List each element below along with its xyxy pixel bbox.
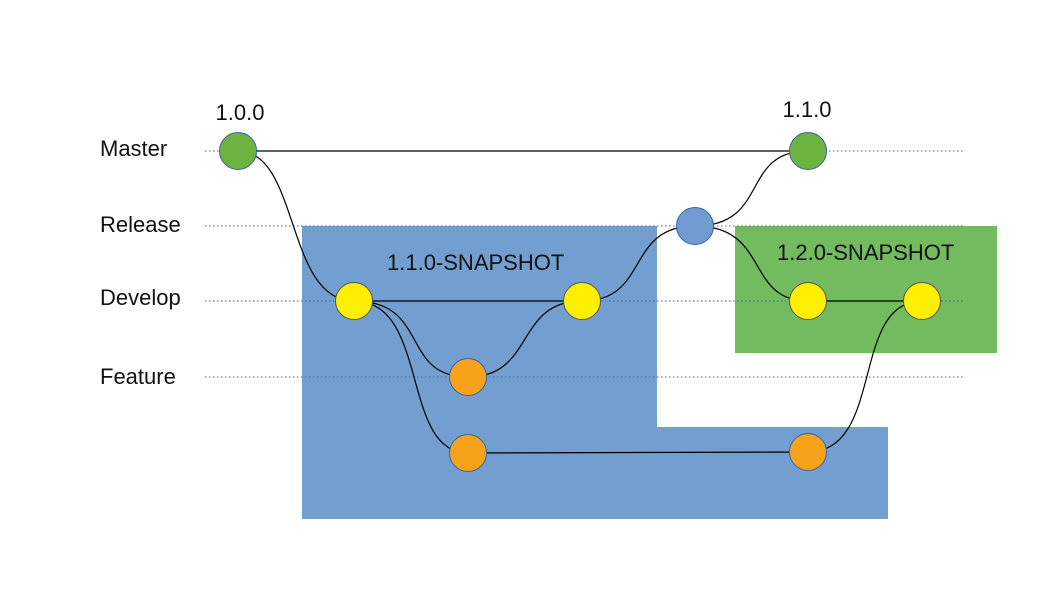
region-label-1-2-0-snapshot: 1.2.0-SNAPSHOT — [777, 240, 954, 265]
feature-1-branch — [353, 300, 469, 378]
feature-2-branch — [353, 300, 469, 454]
lane-label-develop: Develop — [100, 285, 181, 310]
master-to-develop-branch — [237, 150, 355, 302]
master-commit-1-1-0 — [789, 132, 827, 170]
release-commit — [676, 207, 714, 245]
develop-commit-3 — [789, 282, 827, 320]
master-commit-1-0-0 — [219, 132, 257, 170]
release-to-master-merge — [694, 150, 809, 227]
feature-1-merge — [467, 300, 583, 378]
feature-2-commit-1 — [449, 434, 487, 472]
lane-label-feature: Feature — [100, 364, 176, 389]
release-to-develop-merge — [694, 225, 809, 302]
feature-2-line — [467, 451, 809, 454]
lane-label-master: Master — [100, 136, 167, 161]
snapshot-120-region — [735, 226, 997, 353]
feature-2-commit-2 — [789, 433, 827, 471]
develop-commit-2 — [563, 282, 601, 320]
feature-2-merge — [807, 300, 923, 453]
region-label-1-1-0-snapshot: 1.1.0-SNAPSHOT — [387, 250, 564, 275]
develop-commit-1 — [335, 282, 373, 320]
lane-label-release: Release — [100, 212, 181, 237]
develop-commit-4 — [903, 282, 941, 320]
version-label-1-1-0: 1.1.0 — [783, 97, 832, 122]
snapshot-110-region — [302, 226, 888, 519]
develop-to-release-branch — [581, 225, 696, 302]
version-label-1-0-0: 1.0.0 — [216, 100, 265, 125]
feature-1-commit — [449, 358, 487, 396]
